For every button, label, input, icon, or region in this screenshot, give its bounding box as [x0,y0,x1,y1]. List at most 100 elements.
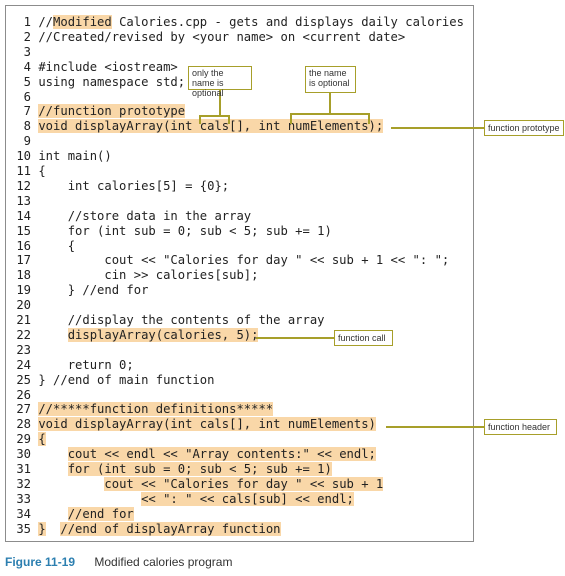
code-line: 33 << ": " << cals[sub] << endl; [14,491,354,506]
line-number: 30 [16,447,31,462]
line-number: 21 [16,313,31,327]
code-line: 28 void displayArray(int cals[], int num… [14,417,376,432]
line-number: 4 [23,59,31,74]
code-text: for (int sub = 0; sub < 5; sub += 1) [38,223,332,238]
line-number: 17 [16,253,31,268]
highlighted-code: << ": " << cals[sub] << endl; [141,491,354,506]
code-line: 12 int calories[5] = {0}; [14,179,229,193]
line-number: 1 [23,15,31,29]
code-text: { [38,238,76,253]
code-text: cout << "Calories for day " << sub + 1 <… [38,253,450,268]
code-line: 8 void displayArray(int cals[], int numE… [14,119,384,134]
code-text: int main() [38,149,112,164]
callout-function-prototype: function prototype [484,120,564,136]
line-number: 5 [23,74,31,89]
line-number: 26 [16,387,31,402]
line-number: 14 [16,208,31,223]
code-line: 31 for (int sub = 0; sub < 5; sub += 1) [14,462,332,476]
line-number: 24 [16,357,31,372]
code-line: 20 [14,298,38,312]
code-line: 1 //Modified Calories.cpp - gets and dis… [14,15,464,29]
highlighted-code: for (int sub = 0; sub < 5; sub += 1) [67,462,332,476]
figure-title: Modified calories program [94,555,233,569]
code-line: 15 for (int sub = 0; sub < 5; sub += 1) [14,224,332,238]
line-number: 18 [16,268,31,283]
code-line: 32 cout << "Calories for day " << sub + … [14,476,384,491]
line-number: 7 [23,104,31,119]
code-line: 17 cout << "Calories for day " << sub + … [14,253,449,267]
connector-numelements-bracket [290,113,370,124]
line-number: 9 [23,134,31,149]
callout-only-name-optional: only the name is optional [188,66,252,98]
line-number: 25 [16,372,31,387]
line-number: 29 [16,432,31,447]
highlighted-code: void displayArray(int cals[], int numEle… [38,417,376,432]
code-text: // [38,15,54,29]
code-line: 10 int main() [14,149,112,164]
figure-caption: Figure 11-19 Modified calories program [5,553,232,571]
line-number: 12 [16,178,31,193]
line-number: 34 [16,506,31,521]
line-number: 19 [16,283,31,298]
line-number: 32 [16,476,31,491]
code-text: #include <iostream> [38,59,178,74]
highlighted-code: Modified [53,15,112,29]
callout-name-optional: the name is optional [305,66,356,93]
code-line: 18 cin >> calories[sub]; [14,268,258,282]
code-line: 25 } //end of main function [14,373,214,387]
connector-cals-bracket [199,115,230,124]
code-line: 29 { [14,432,46,447]
line-number: 33 [16,491,31,506]
line-number: 31 [16,462,31,476]
code-line: 30 cout << endl << "Array contents:" << … [14,447,376,462]
code-text: return 0; [38,357,134,372]
code-text: //Created/revised by <your name> on <cur… [38,29,406,44]
line-number: 10 [16,149,31,164]
code-text: { [38,164,46,178]
highlighted-code: displayArray(calories, 5); [67,327,259,342]
line-number: 16 [16,238,31,253]
line-number: 15 [16,223,31,238]
code-line: 22 displayArray(calories, 5); [14,327,259,342]
line-number: 22 [16,327,31,342]
code-line: 6 [14,90,38,104]
code-text: //store data in the array [38,208,252,223]
code-line: 16 { [14,239,75,253]
code-text: int calories[5] = {0}; [38,178,230,193]
code-line: 5 using namespace std; [14,75,185,89]
highlighted-code: //function prototype [38,104,186,119]
code-line: 24 return 0; [14,357,134,372]
code-line: 21 //display the contents of the array [14,313,325,327]
highlighted-code: //*****function definitions***** [38,402,274,417]
line-number: 20 [16,298,31,313]
code-text: //display the contents of the array [38,313,325,327]
callout-function-call: function call [334,330,393,346]
code-line: 23 [14,343,38,357]
line-number: 27 [16,402,31,417]
code-line: 27 //*****function definitions***** [14,402,274,417]
code-text: using namespace std; [38,74,186,89]
highlighted-code: void displayArray(int cals[], int numEle… [38,119,384,134]
code-line: 11 { [14,164,46,178]
line-number: 13 [16,193,31,208]
code-text: } //end for [38,283,149,298]
line-number: 23 [16,342,31,357]
code-line: 14 //store data in the array [14,209,251,223]
highlighted-code: //end for [67,506,134,521]
line-number: 2 [23,29,31,44]
highlighted-code: //end of displayArray function [60,521,281,536]
line-number: 8 [23,119,31,134]
code-text: cin >> calories[sub]; [38,268,259,283]
code-line: 4 #include <iostream> [14,60,178,74]
code-line: 3 [14,45,38,59]
line-number: 11 [16,164,31,178]
callout-function-header: function header [484,419,557,435]
code-text: Calories.cpp - gets and displays daily c… [111,15,464,29]
code-listing: 1 //Modified Calories.cpp - gets and dis… [5,5,474,542]
code-line: 2 //Created/revised by <your name> on <c… [14,29,406,44]
line-number: 6 [23,89,31,104]
highlighted-code: cout << endl << "Array contents:" << end… [67,447,376,462]
highlighted-code: } [38,521,46,536]
code-text: } //end of main function [38,372,215,387]
